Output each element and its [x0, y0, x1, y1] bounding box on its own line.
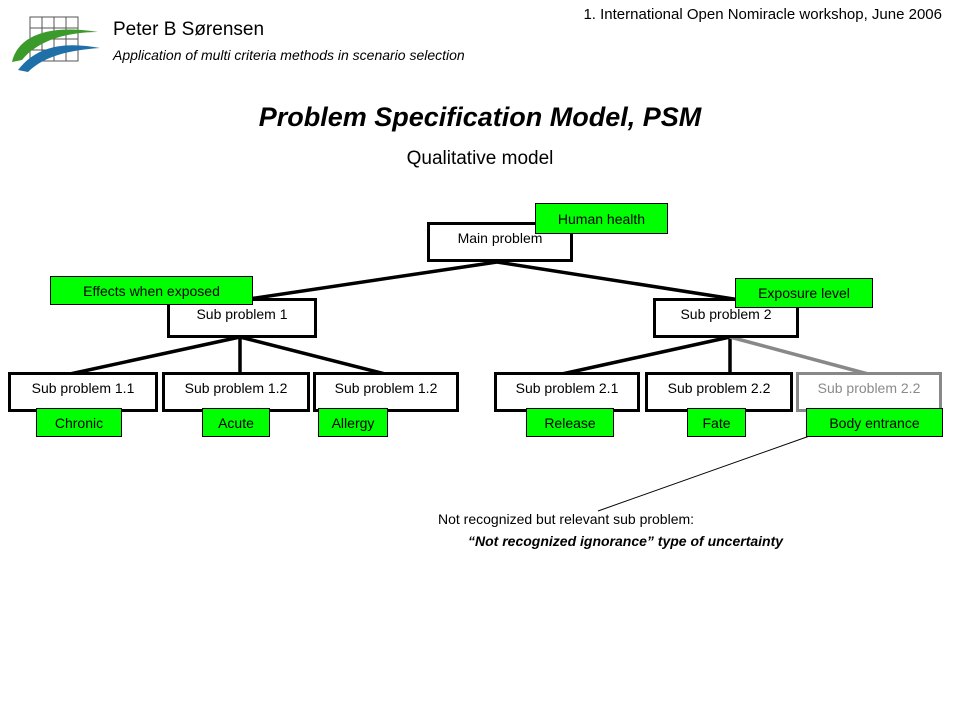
tag-human-health: Human health: [535, 203, 668, 234]
connector-sub1-leaf3: [239, 335, 386, 376]
connector-sub2-leaf6: [729, 335, 869, 376]
tag-chronic: Chronic: [36, 408, 122, 437]
logo-blue-wave: [18, 45, 100, 72]
connector-sub2-leaf4: [561, 335, 731, 376]
node-leaf-2: Sub problem 1.2: [162, 372, 310, 412]
tag-fate: Fate: [687, 408, 746, 437]
pointer-line: [597, 432, 819, 512]
node-leaf-4: Sub problem 2.1: [494, 372, 640, 412]
logo-green-wave: [12, 29, 98, 62]
tag-body-entrance: Body entrance: [806, 408, 943, 437]
node-leaf-5: Sub problem 2.2: [645, 372, 793, 412]
header-subtitle: Application of multi criteria methods in…: [113, 47, 465, 63]
tag-effects-when-exposed: Effects when exposed: [50, 276, 253, 305]
slide-title: Problem Specification Model, PSM: [258, 102, 702, 132]
connector-main-sub2: [496, 260, 741, 302]
node-leaf-3: Sub problem 1.2: [313, 372, 459, 412]
connector-sub1-leaf1: [69, 335, 241, 376]
slide-subtitle: Qualitative model: [406, 148, 554, 169]
tag-acute: Acute: [202, 408, 270, 437]
node-leaf-6: Sub problem 2.2: [796, 372, 942, 412]
tag-release: Release: [526, 408, 614, 437]
logo: [12, 16, 100, 72]
workshop-label: 1. International Open Nomiracle workshop…: [583, 6, 942, 23]
note-line-1: Not recognized but relevant sub problem:: [438, 511, 695, 527]
node-leaf-1: Sub problem 1.1: [8, 372, 158, 412]
author-name: Peter B Sørensen: [113, 19, 265, 40]
tag-exposure-level: Exposure level: [735, 278, 873, 308]
connector-main-sub1: [241, 260, 498, 302]
note-line-2: “Not recognized ignorance” type of uncer…: [468, 533, 784, 549]
tag-allergy: Allergy: [318, 408, 388, 437]
